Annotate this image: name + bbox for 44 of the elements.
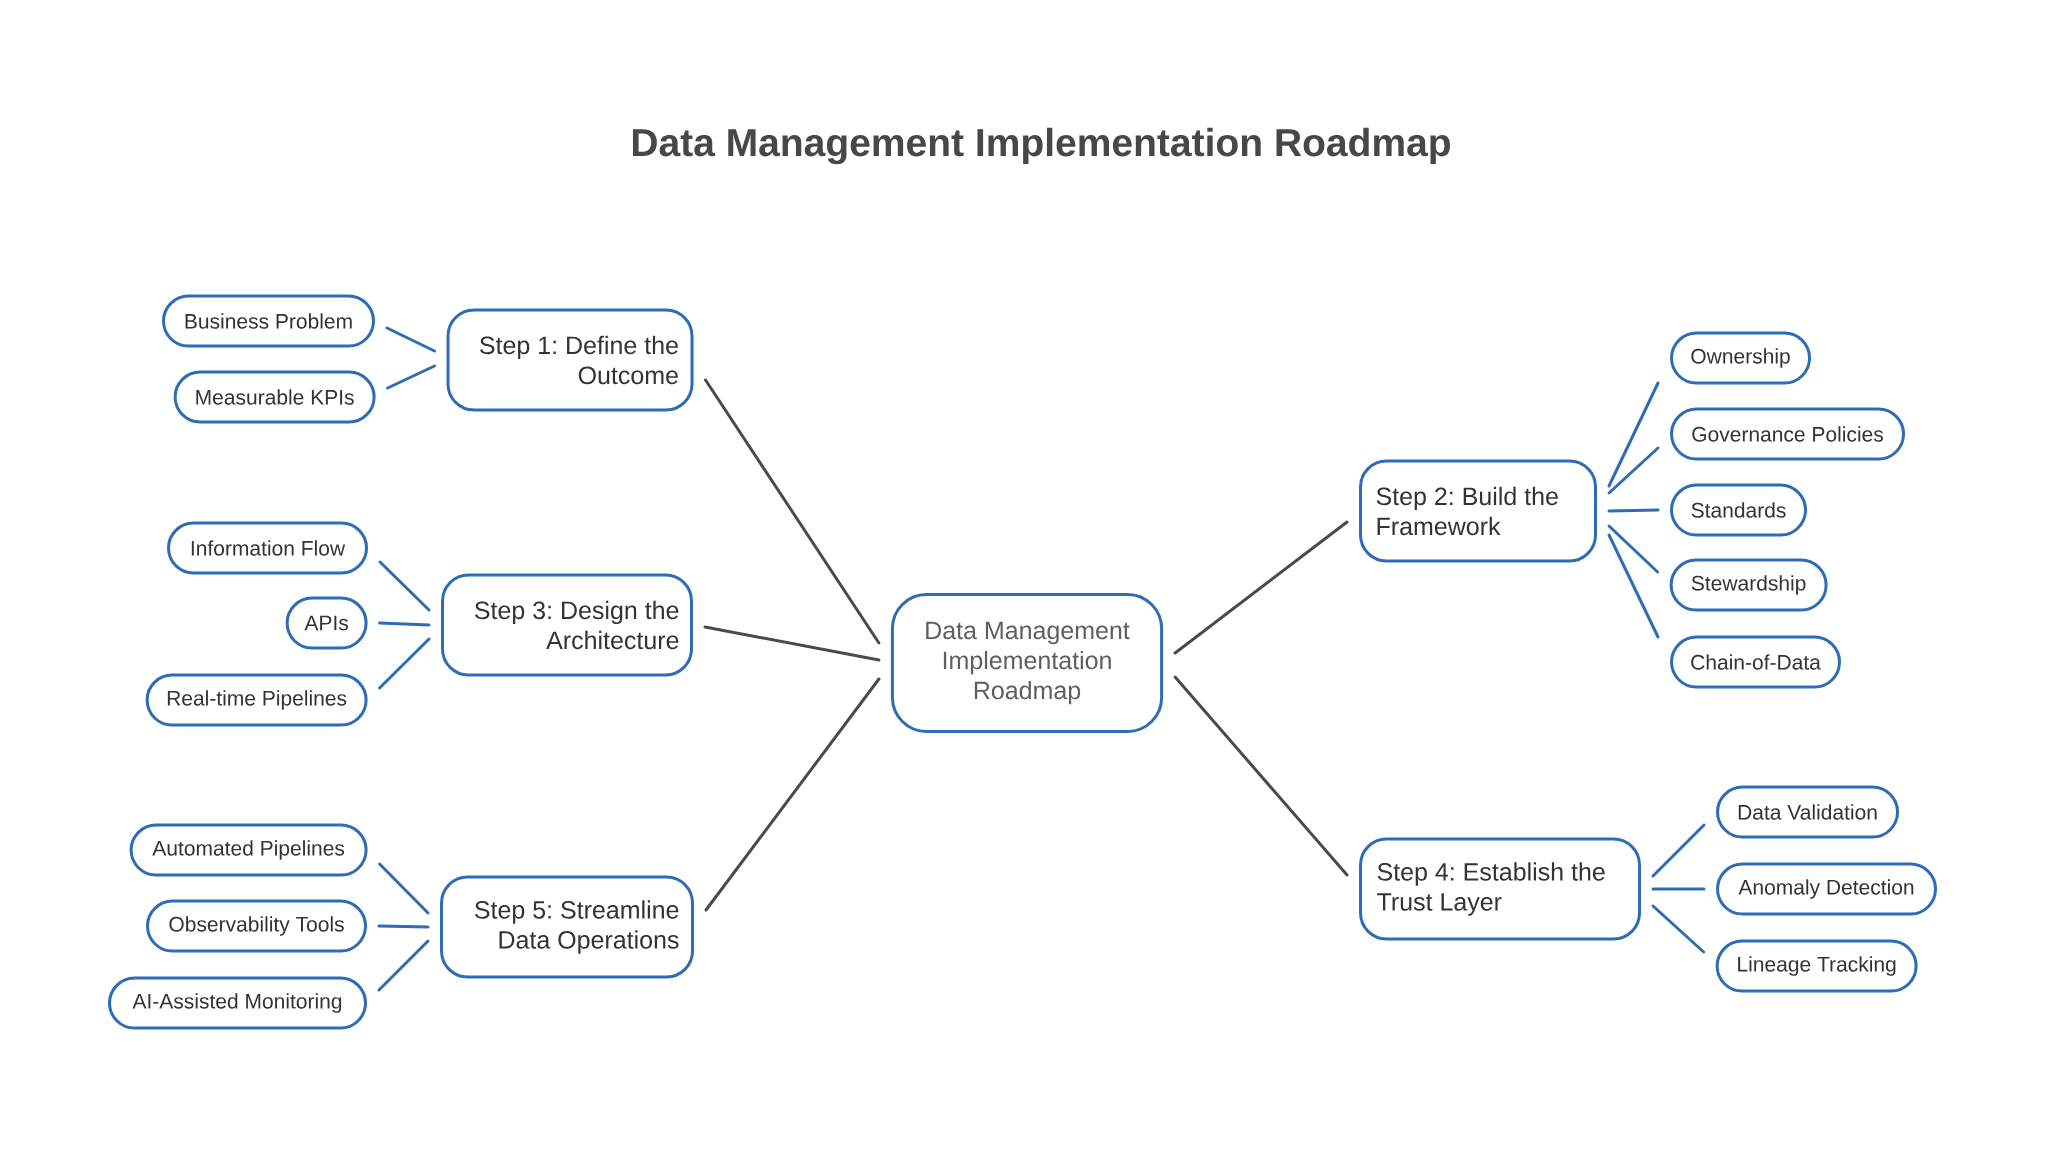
pill-box: Automated Pipelines xyxy=(129,823,368,877)
pill-box: AI-Assisted Monitoring xyxy=(108,976,367,1030)
pill-box: Governance Policies xyxy=(1670,407,1906,461)
connector-line xyxy=(1607,446,1660,495)
connector-line xyxy=(386,364,436,390)
connector-line xyxy=(1173,675,1349,877)
connector-line xyxy=(378,862,430,915)
step-box: Step 4: Establish the Trust Layer xyxy=(1359,837,1642,941)
pill-box: Lineage Tracking xyxy=(1715,939,1918,993)
pill-box: Standards xyxy=(1670,483,1808,537)
pill-box: Data Validation xyxy=(1716,785,1900,839)
title: Data Management Implementation Roadmap xyxy=(632,127,1450,165)
pill-box: Real-time Pipelines xyxy=(145,673,368,727)
step-box: Step 1: Define the Outcome xyxy=(446,308,694,412)
connector-line xyxy=(1651,904,1706,954)
pill-box: Observability Tools xyxy=(146,899,367,953)
connector-line xyxy=(377,924,430,929)
topic-box: Data Management Implementation Roadmap xyxy=(890,593,1164,733)
pill-box: Ownership xyxy=(1670,331,1812,385)
pill-box: Anomaly Detection xyxy=(1716,862,1938,916)
connector-line xyxy=(377,939,430,992)
pill-box: Measurable KPIs xyxy=(173,370,376,424)
connector-line xyxy=(1651,887,1706,891)
step-box: Step 2: Build the Framework xyxy=(1359,459,1598,563)
connector-line xyxy=(1607,381,1660,488)
step-box: Step 5: Streamline Data Operations xyxy=(440,875,694,979)
connector-line xyxy=(1173,520,1349,655)
pill-box: Stewardship xyxy=(1669,558,1828,612)
connector-line xyxy=(1651,823,1706,878)
connector-line xyxy=(703,625,881,662)
connector-line xyxy=(1607,508,1660,513)
pill-box: Business Problem xyxy=(162,294,375,348)
pill-box: APIs xyxy=(285,596,368,650)
step-box: Step 3: Design the Architecture xyxy=(441,573,693,677)
connector-line xyxy=(378,637,431,690)
connector-line xyxy=(385,326,436,353)
connector-line xyxy=(704,378,881,645)
connector-line xyxy=(704,677,881,912)
pill-box: Chain-of-Data xyxy=(1670,635,1841,689)
connector-line xyxy=(378,621,431,627)
connector-line xyxy=(378,560,431,612)
connector-line xyxy=(1607,533,1660,639)
connector-line xyxy=(1607,524,1660,574)
pill-box: Information Flow xyxy=(167,521,368,575)
